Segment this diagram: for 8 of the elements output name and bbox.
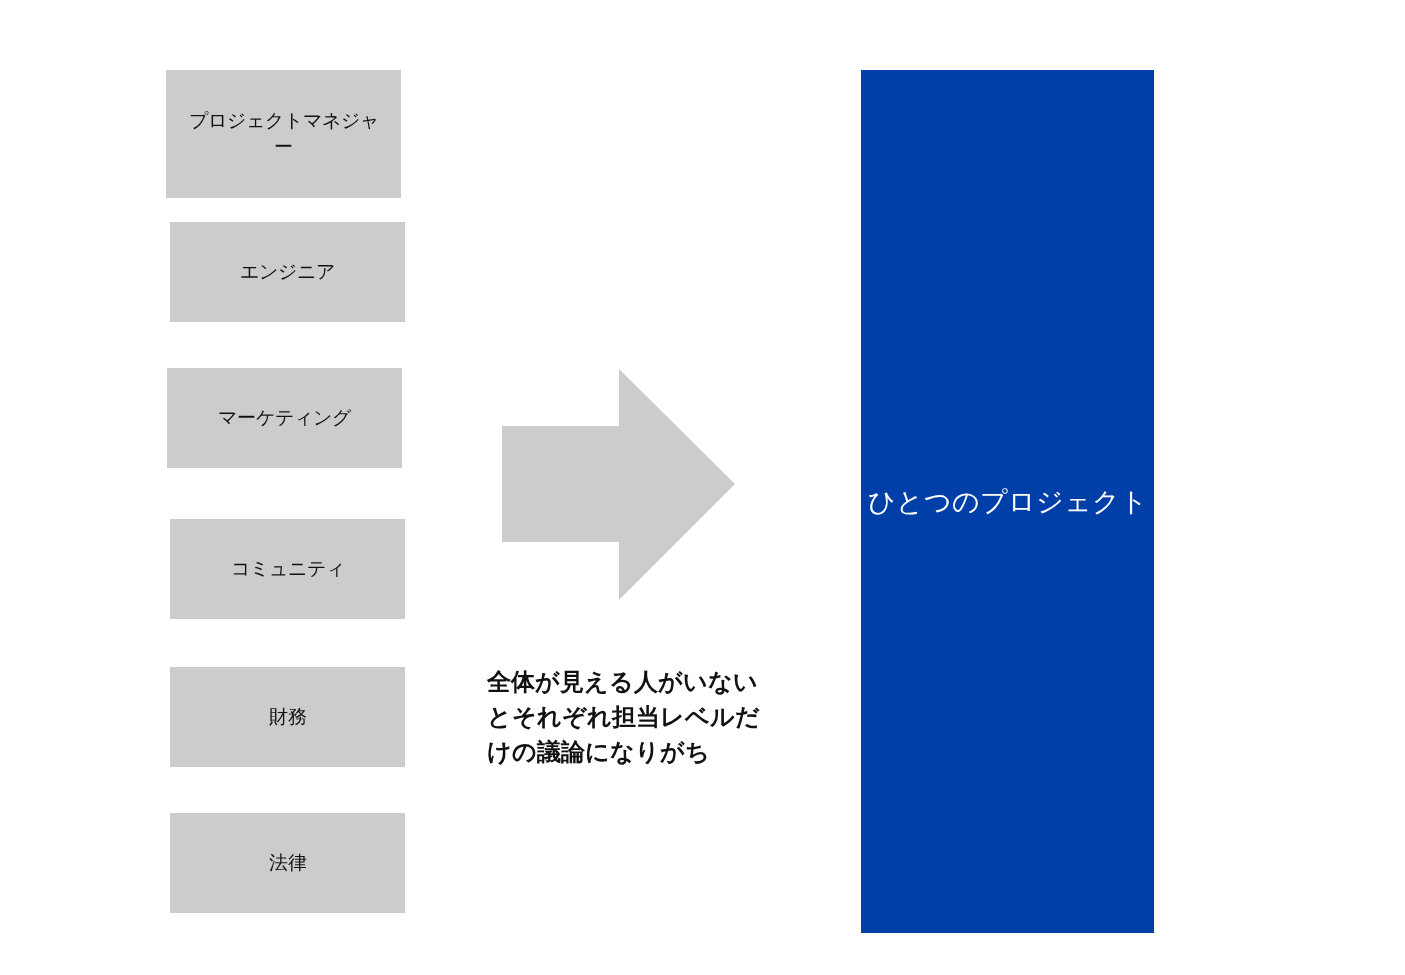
role-box: プロジェクトマネジャー [166,70,401,198]
role-box: エンジニア [170,222,405,322]
project-box: ひとつのプロジェクト [861,70,1154,933]
note-text: 全体が見える人がいないとそれぞれ担当レベルだけの議論になりがち [487,667,761,768]
role-box: マーケティング [167,368,402,468]
role-box: 財務 [170,667,405,767]
role-box: 法律 [170,813,405,913]
role-box: コミュニティ [170,519,405,619]
